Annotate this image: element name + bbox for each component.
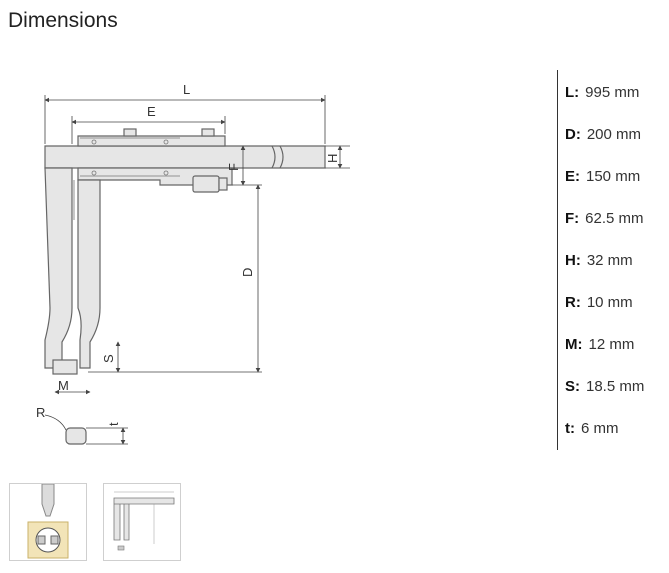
spec-R: R:10 mm <box>565 294 633 311</box>
label-F: F <box>226 163 241 171</box>
label-H: H <box>325 154 340 163</box>
caliper-dimension-diagram: L E F H D S M R t <box>0 50 545 470</box>
spec-S: S:18.5 mm <box>565 378 645 395</box>
label-M: M <box>58 378 69 393</box>
label-S: S <box>101 354 116 363</box>
label-E: E <box>147 104 156 119</box>
spec-D: D:200 mm <box>565 126 642 143</box>
spec-t: t:6 mm <box>565 420 619 437</box>
spec-F: F:62.5 mm <box>565 210 644 227</box>
spec-E: E:150 mm <box>565 168 641 185</box>
screw-left <box>123 128 137 137</box>
movable-jaw <box>77 179 101 369</box>
beam-break <box>271 145 284 169</box>
screw-right <box>201 128 215 137</box>
thumbnail-jaw-detail[interactable] <box>9 483 87 561</box>
jaw-tip <box>52 359 78 375</box>
spec-list: L:995 mm D:200 mm E:150 mm F:62.5 mm H:3… <box>557 70 669 450</box>
fine-adjust <box>192 175 220 193</box>
tip-detail <box>65 427 87 445</box>
thumbnail-dimensions[interactable] <box>103 483 181 561</box>
page-title: Dimensions <box>8 9 118 32</box>
label-R: R <box>36 405 45 420</box>
spec-M: M:12 mm <box>565 336 635 353</box>
label-t: t <box>106 422 121 426</box>
spec-H: H:32 mm <box>565 252 633 269</box>
label-D: D <box>240 268 255 277</box>
label-L: L <box>183 82 190 97</box>
fixed-jaw <box>44 167 73 369</box>
spec-L: L:995 mm <box>565 84 640 101</box>
sliding-head <box>77 135 226 147</box>
